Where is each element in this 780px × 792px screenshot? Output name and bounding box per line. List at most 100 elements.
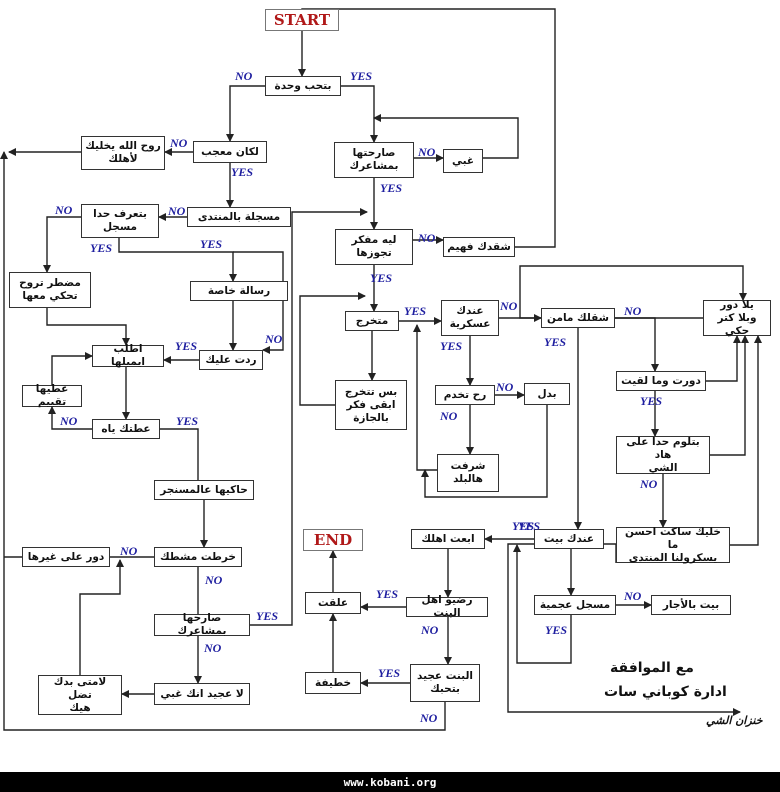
edge-label-no: NO: [421, 623, 439, 637]
footer-url[interactable]: www.kobani.org: [343, 775, 437, 789]
node-leave-to-family: روح الله يخليك لأهلك: [81, 136, 165, 170]
node-military: عندك عسكرية: [441, 300, 499, 336]
edge-label-no: NO: [265, 332, 283, 346]
edge-label-yes: YES: [518, 519, 541, 533]
connector-line: [299, 292, 366, 406]
node-told-her-feelings: صارحها بمشاعرك: [154, 612, 250, 637]
edge-label-no: NO: [168, 204, 186, 218]
node-search-others: دور على غيرها: [22, 547, 110, 567]
edge-label-no: NO: [440, 409, 458, 423]
edge-label-no: NO: [55, 203, 73, 217]
edge-label-no: NO: [624, 589, 642, 603]
connector-line: [730, 335, 762, 546]
edge-label-no: NO: [624, 304, 642, 318]
connector-line: [706, 335, 741, 382]
edge-label-no: NO: [420, 711, 438, 725]
node-told-feelings: صارحتها بمشاعرك: [334, 142, 414, 178]
connector-line: [118, 238, 237, 282]
footer-bar: www.kobani.org: [0, 772, 780, 792]
node-send-family: ابعت اهلك: [411, 529, 485, 549]
edge-label-no: NO: [640, 477, 658, 491]
edge-label-yes: YES: [378, 666, 401, 680]
connector-line: [513, 544, 572, 664]
node-go-without: يلا دور وبلا كتر حكي: [703, 299, 771, 337]
edge-label-no: NO: [204, 641, 222, 655]
edge-label-no: NO: [500, 299, 518, 313]
connector-line: [373, 114, 519, 159]
node-registered-forum: مسجلة بالمنتدى: [187, 207, 291, 227]
node-how-secure: شقلك مامن: [541, 308, 615, 328]
edge-label-yes: YES: [176, 414, 199, 428]
connector-line: [46, 308, 130, 346]
node-stupid: غبي: [443, 149, 483, 173]
node-but-amazed: لكان معجب: [193, 141, 267, 163]
connector-line: [48, 406, 92, 430]
node-just-graduate: بس تتخرج ابقى فكر بالجازة: [335, 380, 407, 430]
connector-line: [710, 335, 749, 456]
edge-label-no: NO: [496, 380, 514, 394]
connector-line: [0, 151, 446, 731]
node-search-found: دورت وما لقيت: [616, 371, 706, 391]
node-have-house: عندك بيت: [534, 529, 604, 549]
connector-line: [43, 216, 81, 273]
node-what-thinking: ليه مفكر تجوزها: [335, 229, 413, 265]
node-better-quiet: خليك ساكت احسن ما يسكرولنا المنتدى: [616, 526, 730, 564]
node-graduated: متخرج: [345, 311, 399, 331]
edge-label-no: NO: [120, 544, 138, 558]
connector-line: [160, 428, 199, 480]
edge-label-yes: YES: [440, 339, 463, 353]
edge-label-yes: YES: [640, 394, 663, 408]
edge-label-yes: YES: [175, 339, 198, 353]
credit-admin: ادارة كوباني سات: [604, 684, 727, 700]
edge-label-yes: YES: [404, 304, 427, 318]
node-house-rent: بيت بالأجار: [651, 595, 731, 615]
connector-line: [51, 352, 93, 385]
node-family-agreed: رضيو اهل البنت: [406, 594, 488, 619]
edge-label-no: NO: [60, 414, 78, 428]
credit-approval: مع الموافقة: [610, 660, 694, 676]
connector-line: [79, 559, 124, 675]
connector-line: [421, 405, 548, 498]
edge-label-no: NO: [170, 136, 188, 150]
edge-label-yes: YES: [544, 335, 567, 349]
node-leave-country: شرفت هالبلد: [437, 454, 499, 492]
node-not-find-stupid: لا عجيد انك غبي: [154, 683, 250, 705]
node-understood: شقدك فهيم: [443, 237, 515, 257]
edge-label-no: NO: [235, 69, 253, 83]
edge-label-yes: YES: [256, 609, 279, 623]
connector-line: [226, 85, 265, 142]
edge-label-yes: YES: [350, 69, 373, 83]
node-engaged: خطيفة: [305, 672, 361, 694]
node-blame-someone: بتلوم حدا على هاد الشي: [616, 436, 710, 474]
node-private-message: رسالة خاصة: [190, 281, 288, 301]
edge-label-yes: YES: [545, 623, 568, 637]
edge-label-yes: YES: [231, 165, 254, 179]
edge-label-yes: YES: [370, 271, 393, 285]
node-replied-you: ردت عليك: [199, 350, 263, 370]
connector-line: [250, 208, 368, 626]
edge-label-yes: YES: [200, 237, 223, 251]
node-gave-it: عطتك ياه: [92, 419, 160, 439]
edge-label-no: NO: [418, 231, 436, 245]
credit-signature: خنزان الشي: [706, 714, 763, 727]
edge-label-yes: YES: [90, 241, 113, 255]
node-will-serve: رح تخدم: [435, 385, 495, 405]
end-node: END: [303, 529, 363, 551]
edge-label-yes: YES: [380, 181, 403, 195]
node-rate-her: عطيها تقييم: [22, 383, 82, 408]
connector-line: [233, 251, 284, 354]
node-chat-messenger: حاكيها عالمسنجر: [154, 480, 254, 500]
node-ask-email: اطلب ايميلها: [92, 343, 164, 368]
node-blame-yourself: لامتى بدك تضل هيك: [38, 675, 122, 715]
edge-label-yes: YES: [512, 519, 535, 533]
node-love-unity: بتحب وحدة: [265, 76, 341, 96]
node-girl-loves: البنت عجيد بتحبك: [410, 664, 480, 702]
start-node: START: [265, 9, 339, 31]
edge-label-no: NO: [418, 145, 436, 159]
node-substitute: بدل: [524, 383, 570, 405]
node-must-go-talk: مضطر تروح تحكي معها: [9, 272, 91, 308]
connector-line: [341, 85, 378, 143]
connector-line: [615, 317, 659, 372]
node-she-worked: خرطت مشطك: [154, 547, 242, 567]
connector-line: [413, 324, 437, 471]
